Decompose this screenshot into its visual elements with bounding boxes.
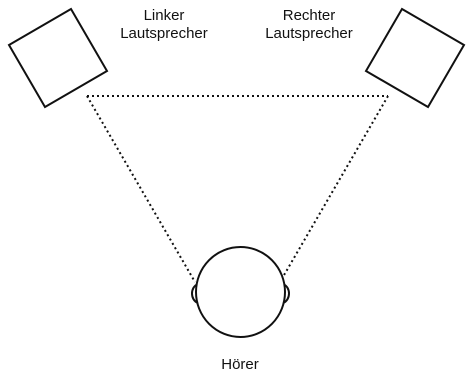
listener-label: Hörer	[221, 356, 259, 373]
listening-triangle	[86, 95, 389, 283]
left-speaker-label: Linker Lautsprecher	[114, 7, 214, 43]
left-speaker-icon	[7, 7, 109, 109]
right-speaker-label: Rechter Lautsprecher	[259, 7, 359, 43]
right-speaker-label-line-1: Rechter	[282, 7, 336, 24]
head-outline	[195, 246, 286, 338]
right-speaker-to-listener-line	[279, 95, 389, 283]
listener-head-icon	[191, 246, 290, 338]
left-speaker-to-listener-line	[86, 95, 196, 283]
left-speaker-label-line-2: Lautsprecher	[120, 25, 208, 42]
left-speaker-label-line-1: Linker	[143, 7, 185, 24]
right-speaker-icon	[364, 7, 466, 109]
right-speaker-label-line-2: Lautsprecher	[265, 25, 353, 42]
